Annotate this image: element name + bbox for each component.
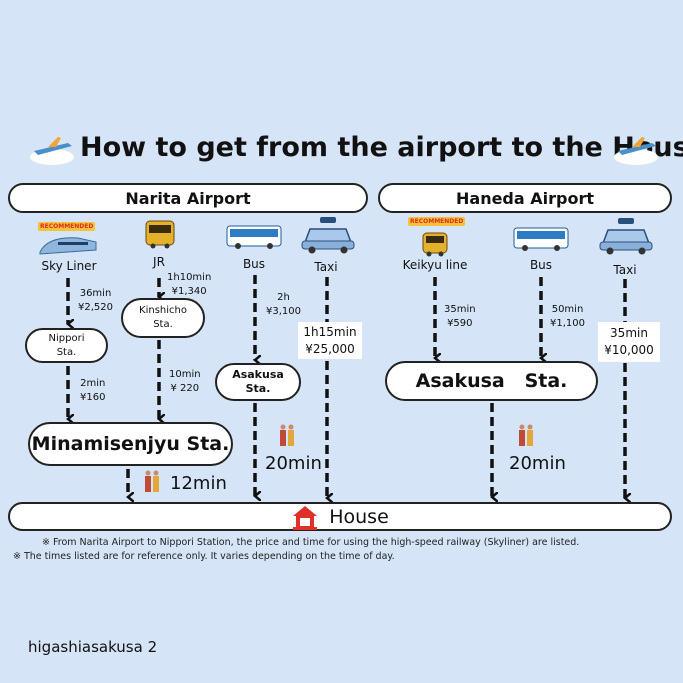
narita-airport-header: Narita Airport (8, 183, 368, 213)
mode-label-taxi: Taxi (613, 263, 637, 277)
walking-people-icon (277, 424, 297, 448)
kinshicho-station: Kinshicho Sta. (121, 298, 205, 338)
keikyu-train-icon (421, 231, 449, 257)
plane-icon (612, 133, 660, 167)
mode-label-jr: JR (153, 255, 165, 269)
plane-icon (28, 133, 76, 167)
asakusa-station-haneda: Asakusa Sta. (385, 361, 598, 401)
walking-people-icon (516, 424, 536, 448)
note-skyliner: ※ From Narita Airport to Nippori Station… (42, 537, 580, 548)
minamisenjyu-station: Minamisenjyu Sta. (28, 422, 233, 466)
house-label: House (329, 505, 389, 528)
house-destination: House (8, 502, 672, 531)
train-icon (38, 234, 98, 256)
note-times: ※ The times listed are for reference onl… (13, 551, 395, 562)
keikyu-info: 35min¥590 (444, 304, 476, 329)
skyliner-leg1-info: 36min¥2,520 (78, 288, 113, 313)
haneda-airport-header: Haneda Airport (378, 183, 672, 213)
bus-icon (226, 224, 282, 250)
mode-label-sky-liner: Sky Liner (41, 259, 97, 273)
bus-icon (513, 226, 569, 252)
walking-people-icon (142, 470, 162, 494)
taxi-narita-info: 1h15min¥25,000 (298, 322, 362, 359)
jr-leg1-info: 1h10min¥1,340 (167, 272, 212, 297)
nippori-station: Nippori Sta. (25, 328, 108, 363)
asakusa-station-narita: Asakusa Sta. (215, 363, 301, 401)
haneda-walk-time: 20min (509, 453, 566, 474)
recommended-badge: RECOMMENDED (38, 222, 96, 231)
jr-train-icon (144, 219, 176, 249)
page-title: How to get from the airport to the House (80, 132, 683, 163)
footer-brand: higashiasakusa 2 (28, 638, 158, 656)
recommended-badge: RECOMMENDED (408, 217, 466, 226)
taxi-icon (598, 216, 654, 256)
skyliner-leg2-info: 2min¥160 (80, 378, 106, 403)
mode-label-bus: Bus (242, 257, 266, 271)
haneda-header-text: Haneda Airport (456, 188, 594, 208)
haneda-bus-info: 50min¥1,100 (550, 304, 585, 329)
taxi-haneda-info: 35min¥10,000 (598, 322, 660, 362)
minamisenjyu-walk-time: 12min (170, 473, 227, 494)
narita-bus-walk-time: 20min (265, 453, 322, 474)
taxi-icon (300, 215, 356, 255)
mode-label-keikyu: Keikyu line (402, 258, 468, 272)
mode-label-bus: Bus (529, 258, 553, 272)
house-icon (291, 504, 319, 530)
narita-header-text: Narita Airport (125, 188, 251, 208)
mode-label-taxi: Taxi (314, 260, 338, 274)
bus-leg1-info: 2h¥3,100 (266, 292, 301, 317)
jr-leg2-info: 10min¥ 220 (169, 369, 201, 394)
